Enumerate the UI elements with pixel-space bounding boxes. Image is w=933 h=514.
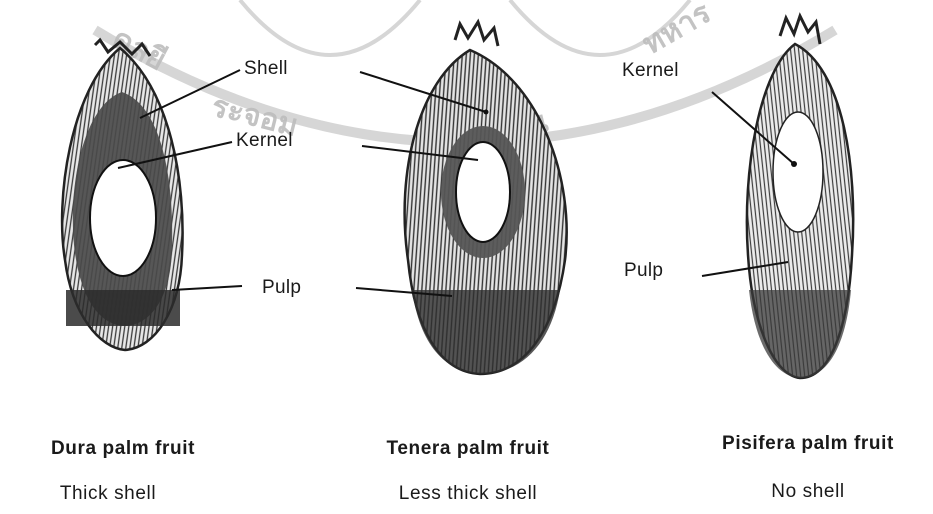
dura-pulp-label: Pulp — [262, 277, 301, 299]
dura-caption-description: Thick shell — [8, 483, 208, 505]
pisifera-caption-title: Pisifera palm fruit — [688, 433, 928, 455]
pisifera-pulp-label: Pulp — [624, 260, 663, 282]
tenera-caption-title: Tenera palm fruit — [348, 438, 588, 460]
dura-shell-label: Shell — [244, 58, 288, 80]
dura-kernel-label: Kernel — [236, 130, 293, 152]
pisifera-fruit-illustration — [702, 16, 853, 378]
svg-text:ทหาร: ทหาร — [637, 0, 717, 62]
pisifera-caption-description: No shell — [688, 481, 928, 503]
tenera-fruit-illustration — [356, 22, 567, 374]
dura-caption-title: Dura palm fruit — [8, 438, 238, 460]
tenera-caption-description: Less thick shell — [348, 483, 588, 505]
pisifera-kernel-label: Kernel — [622, 60, 679, 82]
